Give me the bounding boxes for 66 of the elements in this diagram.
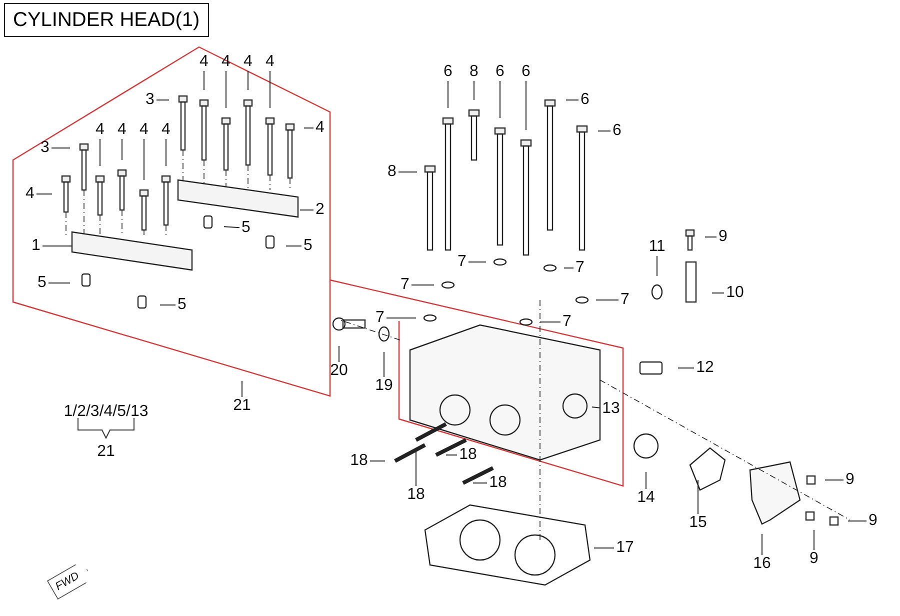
- callout-number: 5: [242, 219, 250, 237]
- leader-line: [48, 282, 70, 284]
- leader-line: [370, 460, 386, 462]
- callout-number: 3: [146, 91, 154, 109]
- callout-number: 8: [470, 63, 478, 81]
- callout-number: 4: [96, 121, 104, 139]
- callout-number: 7: [562, 313, 572, 331]
- callout-number: 9: [718, 228, 728, 246]
- callout-number: 18: [459, 446, 477, 464]
- callout-number: 4: [118, 121, 126, 139]
- callout-number: 18: [489, 474, 507, 492]
- callout-number: 17: [616, 539, 634, 557]
- leader-line: [704, 236, 717, 238]
- callout-number: 6: [496, 63, 504, 81]
- leader-line: [411, 284, 434, 286]
- callout-number: 6: [580, 91, 590, 109]
- leader-line: [160, 304, 176, 306]
- callout-number: 9: [846, 471, 854, 489]
- leader-line: [446, 454, 458, 456]
- callout-number: 2: [316, 201, 324, 219]
- callout-number: 9: [810, 550, 818, 568]
- leader-line: [712, 292, 724, 294]
- callout-number: 9: [868, 512, 878, 530]
- callout-number: 7: [400, 276, 410, 294]
- callout-number: 18: [407, 486, 425, 504]
- callout-number: 14: [637, 489, 655, 507]
- callout-number: 7: [376, 309, 384, 327]
- callout-number: 6: [612, 122, 622, 140]
- callout-number: 7: [620, 291, 630, 309]
- callout-number: 5: [178, 296, 186, 314]
- leader-line: [848, 520, 867, 522]
- callout-number: 4: [244, 53, 252, 71]
- callout-number: 3: [40, 139, 50, 157]
- callout-number: 6: [444, 63, 452, 81]
- callout-number: 4: [140, 121, 148, 139]
- callout-number: 4: [266, 53, 274, 71]
- callout-number: 21: [97, 443, 115, 461]
- callout-number: 11: [648, 238, 666, 256]
- leader-line: [656, 256, 658, 276]
- callout-number: 21: [233, 397, 251, 415]
- part-list-note: 1/2/3/4/5/13: [64, 403, 148, 421]
- callout-number: 16: [753, 555, 771, 573]
- callout-number: 5: [304, 237, 312, 255]
- callout-number: 1: [32, 237, 40, 255]
- callout-number: 8: [388, 163, 396, 181]
- callout-number: 7: [576, 259, 584, 277]
- callout-number: 12: [696, 359, 714, 377]
- callout-number: 19: [375, 377, 393, 395]
- callout-number: 7: [458, 253, 466, 271]
- leader-line: [598, 130, 611, 132]
- diagram-title: CYLINDER HEAD(1): [4, 3, 209, 37]
- leader-line: [223, 226, 240, 228]
- callout-number: 20: [330, 362, 348, 380]
- callout-number: 4: [200, 53, 208, 71]
- callout-number: 4: [162, 121, 170, 139]
- leader-line: [472, 482, 488, 484]
- leader-line: [338, 346, 340, 362]
- callout-number: 5: [38, 274, 46, 292]
- leader-line: [591, 406, 600, 408]
- callout-number: 13: [602, 400, 620, 418]
- callout-number: 10: [726, 284, 744, 302]
- callout-number: 4: [26, 185, 34, 203]
- callout-number: 6: [522, 63, 530, 81]
- callout-number: 15: [689, 514, 707, 532]
- callout-number: 4: [316, 119, 324, 137]
- callout-number: 18: [350, 452, 368, 470]
